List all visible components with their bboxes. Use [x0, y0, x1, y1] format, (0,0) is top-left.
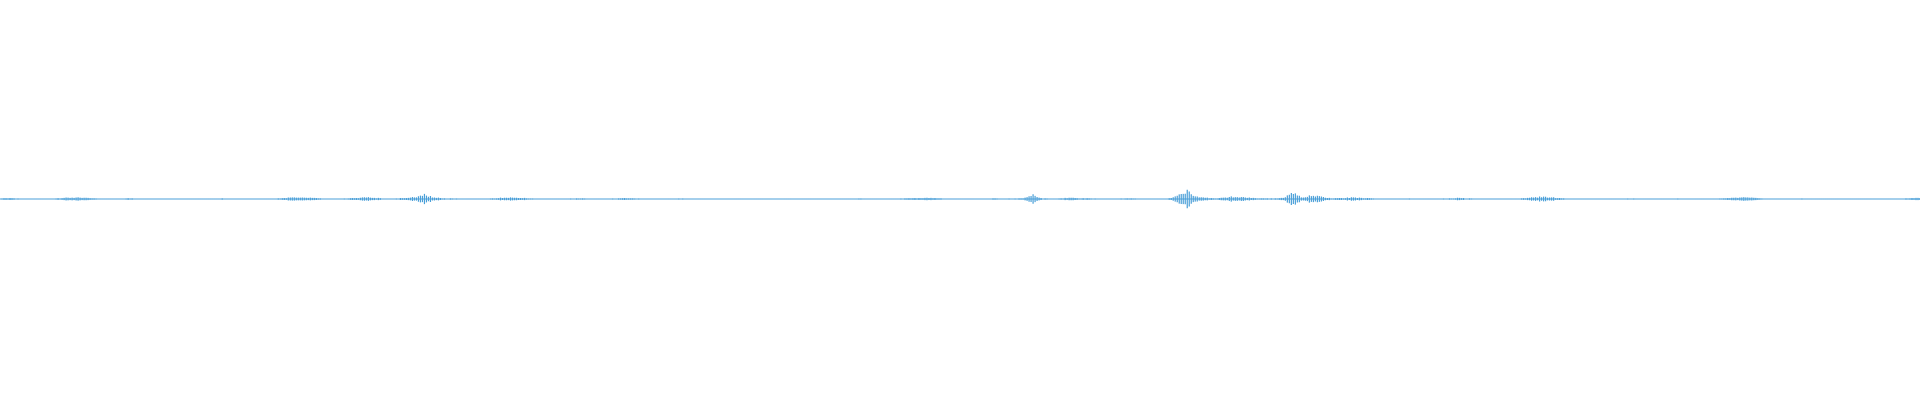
waveform-signal [0, 189, 1920, 209]
